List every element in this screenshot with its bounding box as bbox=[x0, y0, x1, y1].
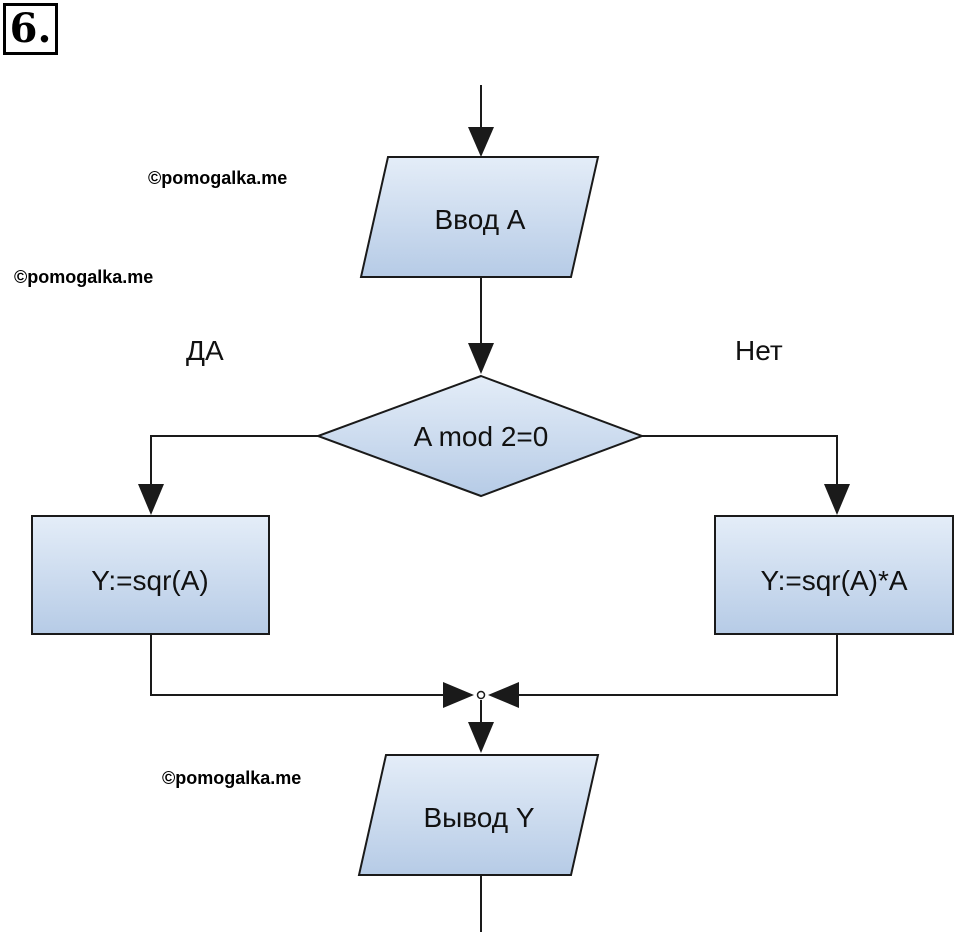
arrow-down-icon bbox=[468, 127, 494, 157]
no-action-label: Y:=sqr(A)*A bbox=[760, 565, 907, 596]
no-branch-label: Нет bbox=[735, 335, 783, 366]
arrow-right-icon bbox=[443, 682, 474, 708]
yes-branch-label: ДА bbox=[186, 335, 224, 366]
arrow-down-icon bbox=[468, 722, 494, 753]
yes-action-block: Y:=sqr(A) bbox=[31, 515, 270, 635]
arrow-left-icon bbox=[488, 682, 519, 708]
arrow-down-icon bbox=[468, 343, 494, 374]
decision-label: A mod 2=0 bbox=[414, 421, 549, 452]
watermark: ©pomogalka.me bbox=[148, 168, 288, 188]
arrow-down-icon bbox=[824, 484, 850, 515]
no-branch-connector bbox=[642, 435, 838, 497]
input-block-label: Ввод A bbox=[435, 204, 526, 235]
output-block-label: Вывод Y bbox=[423, 802, 534, 833]
watermark: ©pomogalka.me bbox=[14, 267, 154, 287]
merge-point bbox=[476, 690, 486, 700]
problem-number: 6. bbox=[3, 3, 58, 55]
watermark: ©pomogalka.me bbox=[162, 768, 302, 788]
no-merge-connector bbox=[517, 634, 838, 696]
yes-branch-connector bbox=[150, 435, 318, 497]
arrowheads bbox=[138, 127, 850, 753]
output-block: Вывод Y bbox=[357, 754, 600, 876]
connector-lines bbox=[150, 85, 838, 932]
yes-action-label: Y:=sqr(A) bbox=[91, 565, 208, 596]
arrow-down-icon bbox=[138, 484, 164, 515]
yes-merge-connector bbox=[150, 634, 445, 696]
decision-block: A mod 2=0 bbox=[315, 374, 645, 498]
input-block: Ввод A bbox=[359, 156, 600, 278]
no-action-block: Y:=sqr(A)*A bbox=[714, 515, 954, 635]
